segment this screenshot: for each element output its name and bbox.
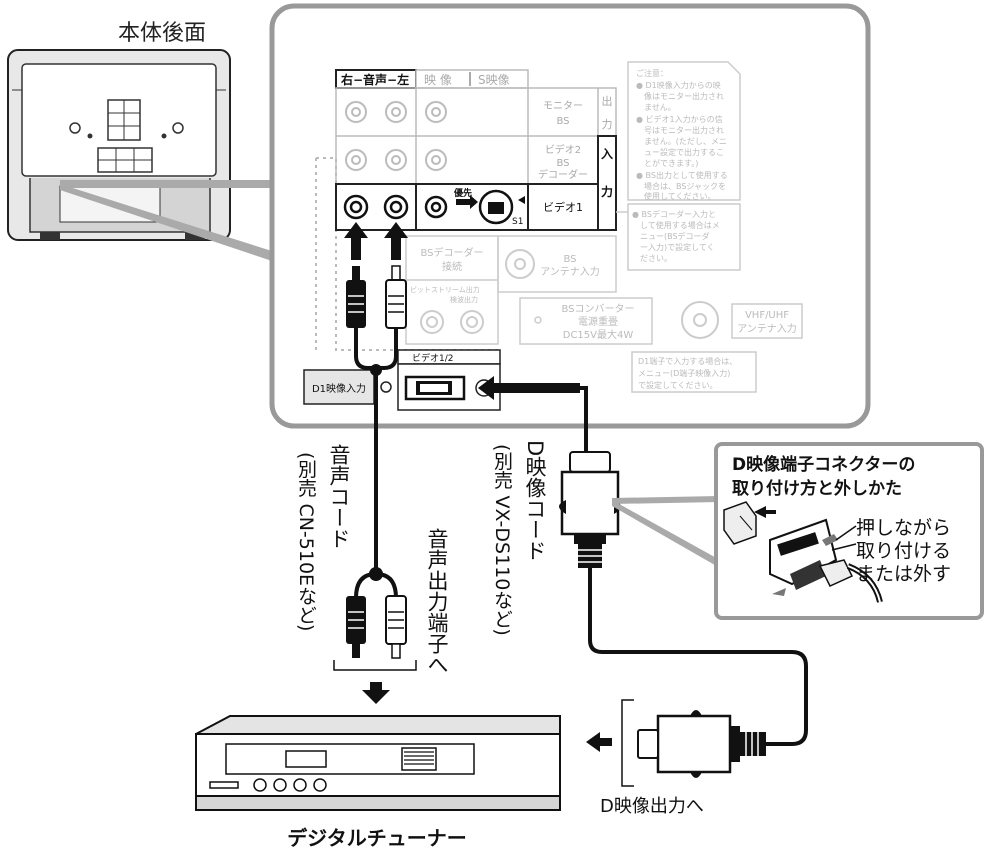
d-output-label: D映像出力へ [600, 796, 704, 817]
inset-title-2: 取り付け方と外しかた [732, 478, 902, 499]
row-video2-label-1: ビデオ2 [545, 143, 581, 156]
note-line-4: ● ビデオ1入力からの信 [636, 114, 723, 124]
row-monitor-label-1: モニター [543, 100, 583, 112]
side-output-1: 出 [602, 94, 613, 108]
video12-label: ビデオ1/2 [412, 352, 454, 364]
audio-cord-model-label: (別売 CN-510Eなど) [296, 452, 315, 631]
audio-cord-label: 音声コード [328, 444, 349, 549]
header-svideo: S映像 [478, 73, 510, 87]
note-line-6: ません。(ただし、メニ [644, 137, 727, 146]
bs-decoder-label-1: BSデコーダー [420, 246, 483, 259]
note-line-10: 場合は、BSジャックを [644, 181, 726, 191]
note-line-7: ュー設定で出力するこ [644, 147, 724, 157]
bitstream-label-1: ビットストリーム出力 [410, 285, 480, 294]
d-cord-model-label: (別売 VX-DS110など) [492, 444, 511, 636]
d1-input-label: D1映像入力 [312, 382, 366, 395]
row-video1-label: ビデオ1 [543, 200, 583, 214]
row-video2-label-3: デコーダー [538, 168, 588, 181]
note-line-1: ● D1映像入力からの映 [636, 80, 721, 90]
note-line-3: ません。 [644, 103, 676, 112]
note-line-0: ご注意： [636, 68, 668, 78]
digital-tuner-illustration: デジタルチューナー [196, 716, 560, 850]
audio-output-label: 音声出力端子へ [426, 528, 447, 675]
note-line-8: とができます。) [644, 158, 698, 168]
note-line-2: 像はモニター出力され [644, 91, 724, 101]
inset-instruction-1: 押しながら [856, 517, 951, 539]
row-video2-label-2: BS [556, 158, 569, 169]
decoder-note-4: ださい。 [640, 254, 672, 263]
side-input-2: 力 [601, 184, 613, 199]
side-output-2: 力 [602, 118, 613, 131]
tuner-label: デジタルチューナー [287, 826, 467, 850]
d1-note-0: D1端子で入力する場合は、 [638, 356, 737, 366]
decoder-note-3: ー入力)で設定してく [640, 242, 715, 252]
bs-converter-label-2: 電源重畳 [578, 315, 618, 328]
inset-callout [612, 496, 720, 568]
rear-view-label: 本体後面 [118, 21, 206, 46]
decoder-note-1: して使用する場合はメ [640, 220, 720, 230]
priority-label: 優先 [453, 187, 472, 199]
vhf-label-1: VHF/UHF [745, 310, 789, 321]
inset-instruction-2: 取り付ける [856, 540, 951, 562]
vhf-label-2: アンテナ入力 [737, 322, 797, 335]
bitstream-label-2: 検波出力 [450, 295, 478, 304]
bs-antenna-label-1: BS [563, 254, 576, 265]
decoder-note-0: ● BSデコーダー入力と [632, 209, 716, 219]
bs-converter-label-3: DC15V最大4W [563, 328, 634, 341]
note-line-9: ● BS出力として使用する [636, 170, 728, 180]
d1-note-1: メニュー(D端子映像入力) [638, 368, 730, 378]
bs-antenna-label-2: アンテナ入力 [540, 265, 600, 278]
header-video: 映 像 [424, 73, 452, 87]
inset-instruction-3: または外す [856, 563, 951, 585]
decoder-note-2: ニュー(BSデコーダ [640, 231, 710, 241]
bs-decoder-label-2: 接続 [442, 260, 462, 273]
side-input-1: 入 [601, 147, 613, 161]
d1-note-2: で設定してください。 [638, 380, 718, 390]
s1-label: S1 [512, 217, 523, 227]
note-line-11: 使用してください。 [644, 191, 716, 201]
note-line-5: 号はモニター出力され [644, 125, 724, 135]
bs-converter-label-1: BSコンバーター [561, 303, 634, 315]
d-cord-label: D映像コード [524, 440, 545, 561]
inset-title-1: D映像端子コネクターの [732, 454, 915, 475]
terminal-panel: 右−音声−左 映 像 S映像 [272, 6, 868, 426]
connector-inset: D映像端子コネクターの 取り付け方と外しかた 押しながら 取り付ける または外す [716, 444, 982, 618]
row-monitor-label-2: BS [556, 116, 569, 127]
header-audio: 右−音声−左 [340, 72, 409, 87]
